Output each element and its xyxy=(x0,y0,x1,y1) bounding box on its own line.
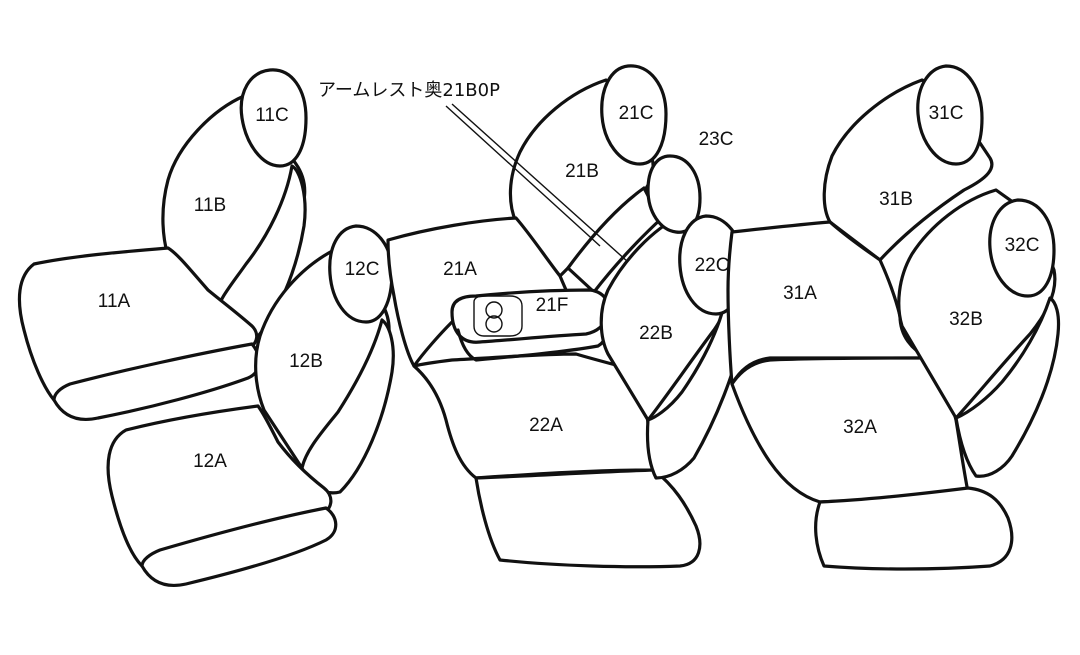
part-31C-headrest xyxy=(916,64,984,166)
label-32B: 32B xyxy=(949,309,983,330)
label-32C: 32C xyxy=(1005,235,1040,256)
part-11C-headrest xyxy=(239,68,308,168)
seat-31-32: 31B 31A 32A 32B 31C 32C xyxy=(726,64,1061,571)
label-31A: 31A xyxy=(783,283,817,304)
part-32A-cushion xyxy=(730,356,970,504)
cup-holder-2-icon xyxy=(485,315,503,333)
label-21F: 21F xyxy=(536,295,569,316)
label-31C: 31C xyxy=(929,103,964,124)
label-22C: 22C xyxy=(695,255,730,276)
label-21C: 21C xyxy=(619,103,654,124)
seat-21-22: アームレスト奥21B0P 21B 21A 21F 22A 22B 21C 23C… xyxy=(318,64,744,569)
part-22A-front xyxy=(474,468,702,569)
armrest-annotation: アームレスト奥21B0P xyxy=(318,80,500,101)
label-23C: 23C xyxy=(699,129,734,150)
part-32C-headrest xyxy=(988,198,1056,298)
seat-11: 11B 11A 11C xyxy=(17,68,308,422)
label-11B: 11B xyxy=(194,195,226,216)
annotation-leader-line xyxy=(445,105,601,247)
label-31B: 31B xyxy=(879,189,913,210)
part-12A-front xyxy=(140,506,338,588)
part-12B-side xyxy=(300,318,395,495)
label-11C: 11C xyxy=(255,105,288,126)
cup-holder-1-icon xyxy=(485,301,503,319)
cup-holder-outline xyxy=(473,295,523,337)
part-32B-side xyxy=(954,296,1061,478)
part-32A-front xyxy=(814,486,1014,571)
label-21B: 21B xyxy=(565,161,599,182)
annotation-leader-line-2 xyxy=(451,103,629,263)
label-21A: 21A xyxy=(443,259,477,280)
seat-12: 12B 12A 12C xyxy=(106,224,395,588)
label-12C: 12C xyxy=(345,259,380,280)
label-11A: 11A xyxy=(98,291,131,312)
label-22B: 22B xyxy=(639,323,673,344)
label-12A: 12A xyxy=(193,451,227,472)
part-23C-headrest xyxy=(646,154,702,234)
part-21C-headrest xyxy=(600,64,668,166)
label-12B: 12B xyxy=(289,351,323,372)
label-32A: 32A xyxy=(843,417,877,438)
label-22A: 22A xyxy=(529,415,563,436)
